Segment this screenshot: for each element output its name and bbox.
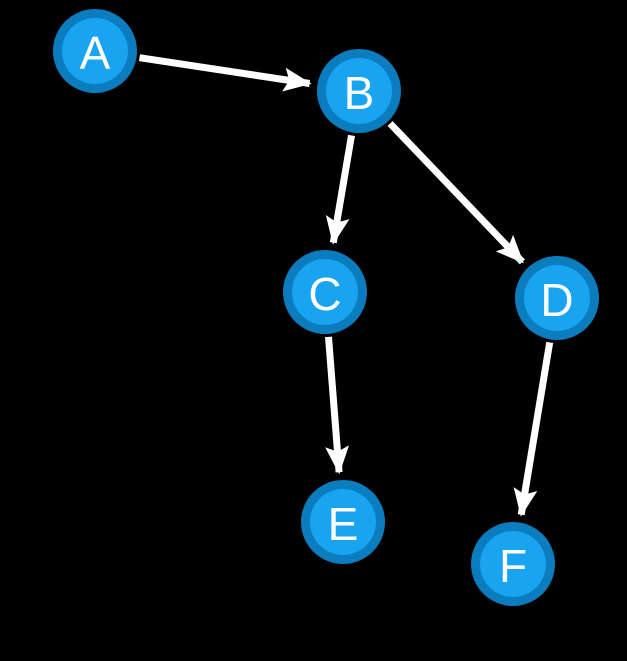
node-body: [480, 531, 546, 597]
edge-A-B: [138, 54, 312, 92]
node-C[interactable]: C: [283, 250, 367, 334]
edge-C-E: [325, 336, 350, 475]
node-body: [292, 259, 358, 325]
node-body: [524, 265, 590, 331]
edges-layer: [138, 54, 554, 517]
node-E[interactable]: E: [301, 480, 385, 564]
edge-D-F: [513, 341, 554, 517]
node-body: [62, 18, 128, 84]
node-body: [326, 58, 392, 124]
nodes-layer: A B C D E F: [53, 9, 599, 606]
edge-B-C: [325, 134, 355, 245]
node-D[interactable]: D: [515, 256, 599, 340]
edge-B-D: [387, 121, 525, 265]
node-B[interactable]: B: [317, 49, 401, 133]
node-F[interactable]: F: [471, 522, 555, 606]
node-A[interactable]: A: [53, 9, 137, 93]
node-body: [310, 489, 376, 555]
